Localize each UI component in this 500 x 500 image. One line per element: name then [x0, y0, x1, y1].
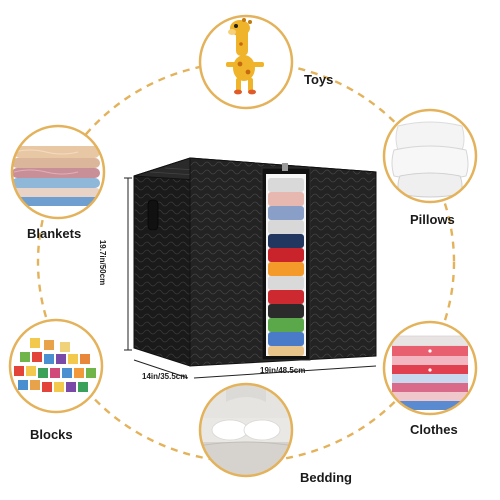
- pillows-circle: [384, 110, 476, 202]
- dashed-ring: [36, 60, 456, 464]
- height-dimension-label: 19.7in/50cm: [98, 239, 108, 286]
- bedding-label: Bedding: [300, 470, 352, 485]
- toys-label: Toys: [304, 72, 334, 87]
- blankets-circle: [12, 126, 104, 218]
- blocks-circle: [10, 320, 102, 412]
- pillows-label: Pillows: [410, 212, 455, 227]
- depth-dimension-label: 14in/35.5cm: [142, 372, 188, 381]
- clothes-label: Clothes: [410, 422, 458, 437]
- blankets-label: Blankets: [27, 226, 82, 241]
- toys-circle: [200, 16, 292, 108]
- storage-bag: [133, 157, 377, 367]
- bedding-circle: [200, 384, 292, 476]
- blocks-label: Blocks: [30, 427, 73, 442]
- clothes-circle: [384, 322, 476, 414]
- dimension-lines: [124, 177, 377, 379]
- width-dimension-label: 19in/48.5cm: [260, 366, 306, 375]
